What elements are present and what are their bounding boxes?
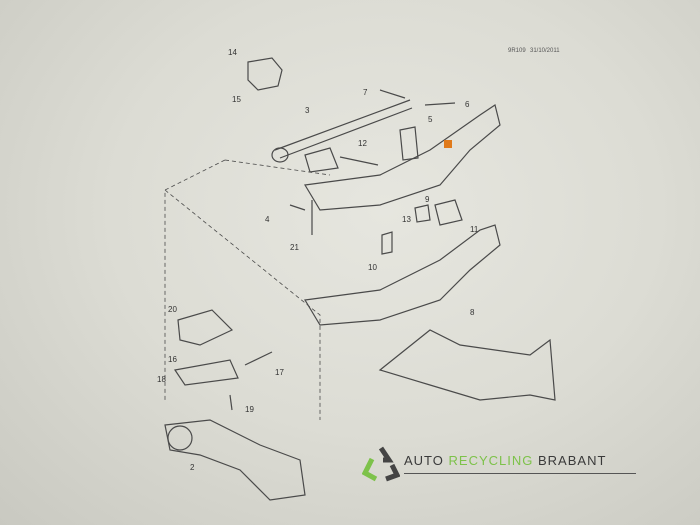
subframe-assembly — [378, 329, 556, 401]
part-8-crossmember — [304, 224, 501, 326]
callout-20: 20 — [168, 305, 177, 314]
part-5 — [399, 126, 419, 161]
part-2-arm — [164, 419, 306, 501]
callout-8: 8 — [470, 308, 475, 317]
watermark-recycling: RECYCLING — [448, 453, 534, 468]
bushing — [271, 147, 289, 163]
watermark-underline — [404, 473, 636, 474]
part-14 — [247, 57, 283, 91]
callout-13: 13 — [402, 215, 411, 224]
watermark-brabant: BRABANT — [538, 453, 607, 468]
callout-15: 15 — [232, 95, 241, 104]
watermark-logo: AUTO RECYCLING BRABANT — [362, 445, 642, 485]
callout-2: 2 — [190, 463, 195, 472]
callout-12: 12 — [358, 139, 367, 148]
callout-11: 11 — [470, 225, 479, 234]
callout-6: 6 — [465, 100, 470, 109]
callout-18: 18 — [157, 375, 166, 384]
callout-21: 21 — [290, 243, 299, 252]
callout-17: 17 — [275, 368, 284, 377]
part-3-rod — [274, 99, 413, 159]
watermark-auto: AUTO — [404, 453, 444, 468]
diagram-code: 9R109 — [508, 48, 526, 54]
callout-7: 7 — [363, 88, 368, 97]
diagram-date: 31/10/2011 — [530, 48, 560, 54]
highlighted-part — [444, 140, 452, 148]
callout-19: 19 — [245, 405, 254, 414]
callout-16: 16 — [168, 355, 177, 364]
callout-9: 9 — [425, 195, 430, 204]
part-20 — [177, 309, 234, 346]
callout-14: 14 — [228, 48, 237, 57]
recycle-icon — [362, 446, 400, 482]
callout-5: 5 — [428, 115, 433, 124]
callout-4: 4 — [265, 215, 270, 224]
callout-10: 10 — [368, 263, 377, 272]
part-9-crossmember — [304, 104, 501, 211]
guide-lines — [164, 159, 331, 420]
callout-3: 3 — [305, 106, 310, 115]
